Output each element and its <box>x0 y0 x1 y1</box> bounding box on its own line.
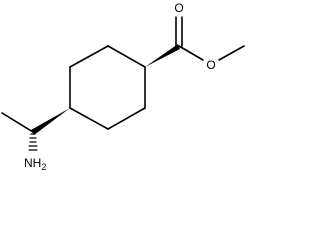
hashed-wedge-bond-amine <box>28 133 38 151</box>
wedge-bond-aminoethyl <box>31 108 70 135</box>
structure-drawing: O O NH2 <box>1 1 245 172</box>
wedge-bond-ester <box>145 44 180 67</box>
aminoethyl-group <box>1 112 34 133</box>
cyclohexane-ring <box>69 45 146 130</box>
amine-label-subscript: 2 <box>41 162 46 172</box>
methyl-bond <box>1 112 34 133</box>
ring-bond <box>107 45 146 68</box>
carbonyl-oxygen-label: O <box>174 1 183 15</box>
ester-single-bond <box>178 45 204 61</box>
ring-bond <box>69 107 109 130</box>
ring-bond <box>69 45 109 68</box>
ester-group <box>175 16 245 61</box>
ring-bond <box>107 107 146 130</box>
ester-oxygen-label: O <box>206 58 215 72</box>
amine-label: NH2 <box>24 156 46 172</box>
molecule-diagram: O O NH2 <box>1 1 245 172</box>
amine-label-main: NH <box>24 156 41 170</box>
methoxy-bond <box>218 45 245 61</box>
